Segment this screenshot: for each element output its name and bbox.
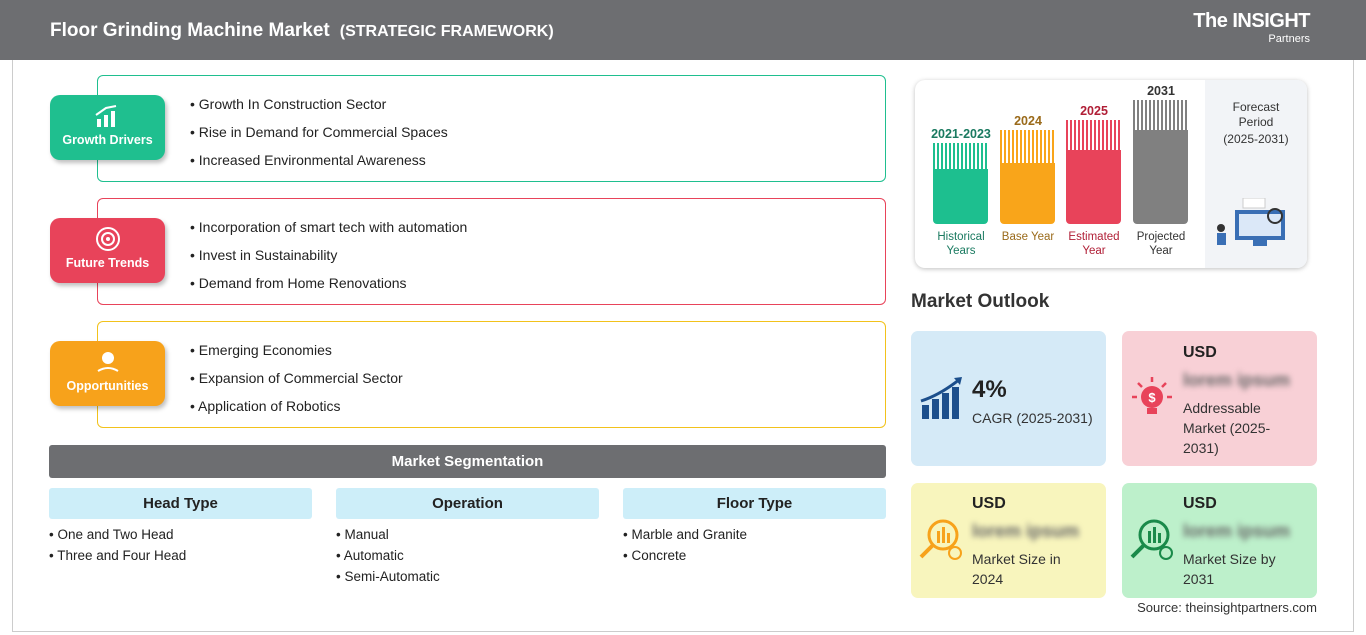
- timeline-label: Projected Year: [1136, 231, 1186, 257]
- forecast-title: Forecast Period: [1232, 100, 1280, 129]
- segment-list-head-type: One and Two Head Three and Four Head: [49, 524, 186, 566]
- segment-header-operation: Operation: [336, 488, 599, 519]
- growth-chart-icon: [920, 377, 962, 419]
- subtitle-text: (STRATEGIC FRAMEWORK): [339, 23, 554, 40]
- list-item: Manual: [336, 524, 440, 545]
- page-title: Floor Grinding Machine Market (STRATEGIC …: [50, 20, 554, 42]
- blurred-value: lorem ipsum: [1183, 370, 1291, 390]
- addressable-label: Addressable Market (2025-2031): [1183, 400, 1271, 456]
- opportunities-box: Emerging Economies Expansion of Commerci…: [97, 321, 886, 428]
- blurred-value: lorem ipsum: [972, 521, 1080, 541]
- future-trends-box: Incorporation of smart tech with automat…: [97, 198, 886, 305]
- currency-label: USD: [1183, 344, 1217, 361]
- list-item: Emerging Economies: [190, 336, 403, 364]
- growth-drivers-badge: Growth Drivers: [50, 95, 165, 160]
- timeline-year: 2025: [1080, 104, 1108, 118]
- list-item: Semi-Automatic: [336, 566, 439, 587]
- growth-drivers-box: Growth In Construction Sector Rise in De…: [97, 75, 886, 182]
- cagr-label: CAGR (2025-2031): [972, 410, 1093, 426]
- content-frame: [12, 60, 1354, 632]
- list-item: Invest in Sustainability: [190, 241, 467, 269]
- list-item: Automatic: [336, 545, 440, 566]
- analytics-illustration-icon: [1217, 198, 1285, 246]
- timeline-bar: [1066, 120, 1121, 224]
- future-trends-badge: Future Trends: [50, 218, 165, 283]
- badge-label: Future Trends: [65, 256, 150, 270]
- list-item: Concrete: [623, 545, 747, 566]
- list-item: One and Two Head: [49, 524, 186, 545]
- list-item: Three and Four Head: [49, 545, 186, 566]
- market-size-2031-card: USD lorem ipsum Market Size by 2031: [1122, 483, 1317, 598]
- source-text: Source: theinsightpartners.com: [1137, 600, 1317, 615]
- list-item: Incorporation of smart tech with automat…: [190, 213, 467, 241]
- timeline-year: 2024: [1014, 114, 1042, 128]
- lightbulb-dollar-icon: $: [1132, 377, 1172, 414]
- title-text: Floor Grinding Machine Market: [50, 20, 330, 41]
- badge-label: Opportunities: [66, 379, 149, 393]
- list-item: Demand from Home Renovations: [190, 269, 467, 297]
- forecast-range: (2025-2031): [1223, 132, 1289, 146]
- svg-text:$: $: [1148, 390, 1156, 405]
- magnifier-chart-icon: [1130, 519, 1173, 560]
- timeline-bar: [1000, 130, 1055, 224]
- blurred-value: lorem ipsum: [1183, 521, 1291, 541]
- market-size-2024-label: Market Size in 2024: [972, 551, 1061, 587]
- segment-header-head-type: Head Type: [49, 488, 312, 519]
- timeline-bar: [1133, 100, 1188, 224]
- bar-stripes: [1066, 120, 1121, 150]
- addressable-market-card: $ USD lorem ipsum Addressable Market (20…: [1122, 331, 1317, 466]
- badge-label: Growth Drivers: [62, 133, 153, 147]
- currency-label: USD: [972, 495, 1006, 512]
- timeline-label: Base Year: [1001, 231, 1055, 243]
- timeline-bar: [933, 143, 988, 224]
- list-item: Growth In Construction Sector: [190, 90, 448, 118]
- header-bar: [0, 0, 1366, 60]
- magnifier-chart-icon: [919, 519, 962, 560]
- list-item: Expansion of Commercial Sector: [190, 364, 403, 392]
- market-size-2031-label: Market Size by 2031: [1183, 551, 1276, 587]
- bar-stripes: [1000, 130, 1055, 163]
- cagr-card: 4% CAGR (2025-2031): [911, 331, 1106, 466]
- bar-stripes: [1133, 100, 1188, 130]
- cagr-value: 4%: [972, 376, 1007, 403]
- opportunities-badge: Opportunities: [50, 341, 165, 406]
- market-outlook-title: Market Outlook: [911, 291, 1050, 312]
- lightbulb-hand-icon: [97, 352, 119, 372]
- list-item: Marble and Granite: [623, 524, 747, 545]
- target-icon: [96, 227, 120, 251]
- market-segmentation-header: Market Segmentation: [49, 445, 886, 478]
- timeline-year: 2031: [1147, 84, 1175, 98]
- bar-stripes: [933, 143, 988, 169]
- growth-chart-icon: [95, 105, 117, 127]
- list-item: Application of Robotics: [190, 392, 403, 420]
- segment-list-floor-type: Marble and Granite Concrete: [623, 524, 747, 566]
- timeline-label: Historical Years: [937, 231, 985, 257]
- list-item: Rise in Demand for Commercial Spaces: [190, 118, 448, 146]
- list-item: Increased Environmental Awareness: [190, 146, 448, 174]
- segment-header-floor-type: Floor Type: [623, 488, 886, 519]
- segment-list-operation: Manual Automatic Semi-Automatic: [336, 524, 440, 587]
- market-size-2024-card: USD lorem ipsum Market Size in 2024: [911, 483, 1106, 598]
- currency-label: USD: [1183, 495, 1217, 512]
- timeline-label: Estimated Year: [1068, 231, 1120, 257]
- timeline-year: 2021-2023: [931, 127, 991, 141]
